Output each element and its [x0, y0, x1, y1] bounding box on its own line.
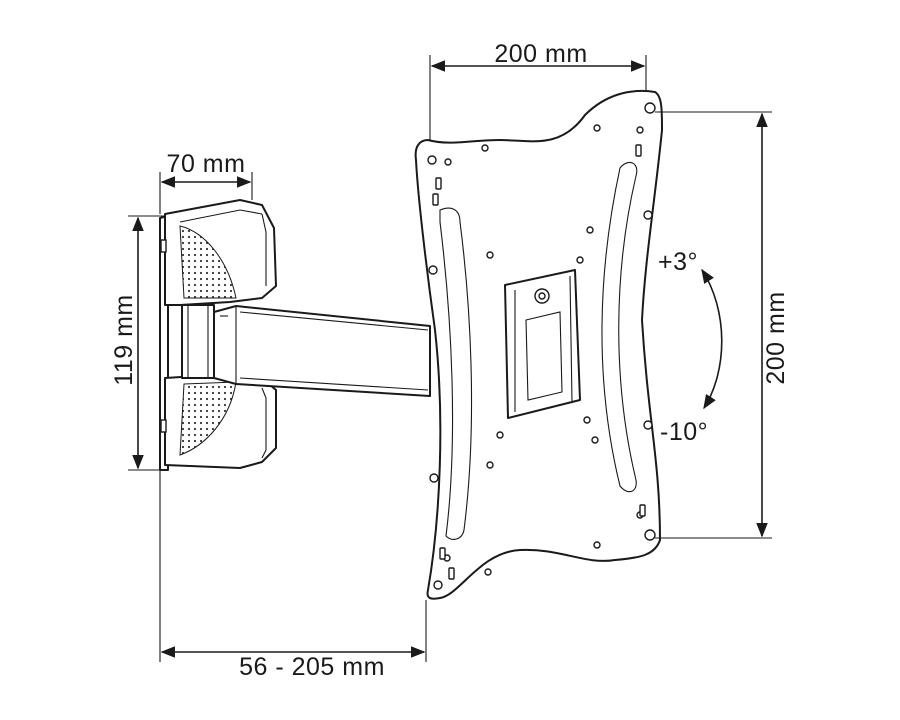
vesa-plate: [414, 89, 663, 600]
dimension-119mm: 119 mm: [110, 215, 166, 471]
dimension-200mm-width: 200 mm: [429, 40, 647, 140]
dimension-label-200mm-height: 200 mm: [762, 291, 790, 384]
dimension-extension: 56 - 205 mm: [159, 470, 427, 681]
dimension-label-200mm-width: 200 mm: [494, 40, 587, 68]
dimension-200mm-height: 200 mm: [655, 111, 790, 539]
dimension-label-extension: 56 - 205 mm: [239, 653, 385, 681]
dimension-70mm: 70 mm: [159, 150, 253, 214]
tilt-up-label: +3°: [658, 248, 698, 276]
tilt-down-label: -10°: [660, 418, 708, 446]
dimension-label-119mm: 119 mm: [110, 294, 138, 385]
tilt-indicator: +3° -10°: [658, 248, 723, 446]
swing-arm: [213, 305, 431, 397]
dimension-label-70mm: 70 mm: [167, 150, 246, 178]
